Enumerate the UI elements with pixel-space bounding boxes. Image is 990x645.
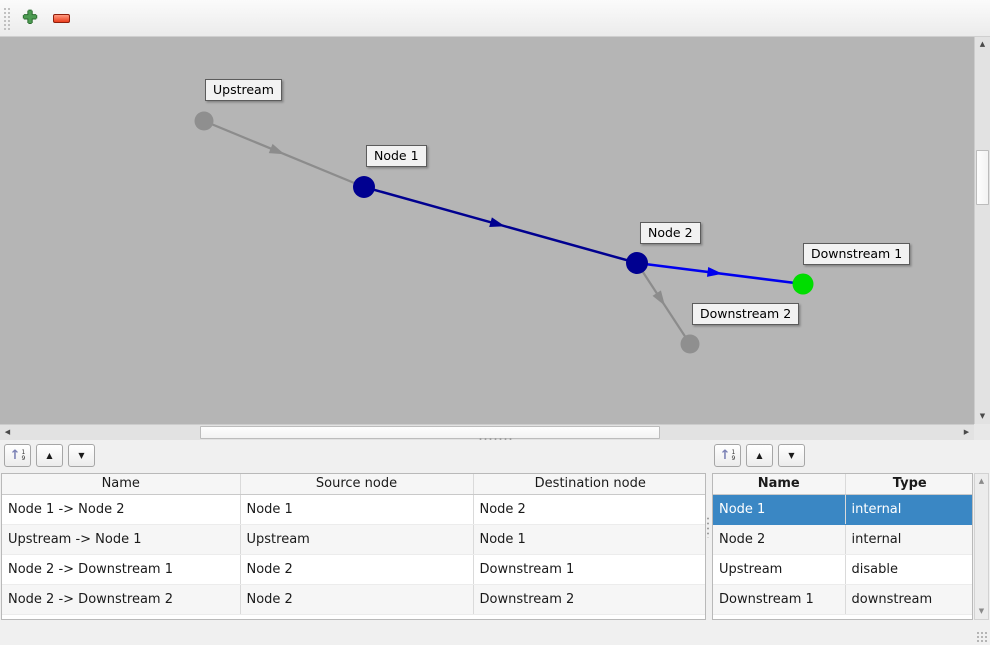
nodes-table-scrollbar[interactable]: ▲ ▼ — [974, 473, 989, 620]
minus-icon — [52, 14, 70, 23]
cell-source[interactable]: Upstream — [240, 524, 474, 555]
cell-name[interactable]: Node 2 -> Downstream 2 — [2, 584, 241, 615]
scroll-right-icon: ▶ — [963, 428, 970, 436]
scrollbar-corner — [974, 424, 990, 440]
column-header-destination-node[interactable]: Destination node — [473, 474, 705, 495]
connections-move-down-button[interactable]: ▼ — [68, 444, 95, 467]
edge-arrow-icon — [652, 290, 665, 306]
cell-name[interactable]: Upstream -> Node 1 — [2, 524, 241, 555]
table-row[interactable]: Node 2 internal — [713, 524, 972, 555]
scroll-down-icon: ▼ — [979, 412, 986, 420]
nodes-header-row: Name Type — [713, 474, 972, 495]
node-downstream-2[interactable] — [680, 334, 700, 354]
cell-name[interactable]: Node 2 -> Downstream 1 — [2, 554, 241, 585]
connections-table: Name Source node Destination node Node 1… — [1, 473, 706, 620]
node-node-1[interactable] — [353, 176, 375, 198]
table-row[interactable]: Downstream 1 downstream — [713, 584, 972, 615]
main-toolbar: ✚ — [0, 0, 990, 37]
nodes-move-down-button[interactable]: ▼ — [778, 444, 805, 467]
scroll-up-button[interactable]: ▲ — [975, 475, 988, 488]
scroll-up-button[interactable]: ▲ — [975, 37, 990, 52]
column-header-type[interactable]: Type — [845, 474, 972, 495]
toolbar-grip[interactable] — [3, 7, 11, 30]
node-downstream-1[interactable] — [792, 273, 814, 295]
add-node-button[interactable]: ✚ — [19, 8, 41, 29]
cell-destination[interactable]: Node 1 — [473, 524, 705, 555]
scroll-left-button[interactable]: ◀ — [0, 425, 15, 440]
table-row[interactable]: Node 2 -> Downstream 2 Node 2 Downstream… — [2, 584, 705, 615]
canvas-horizontal-scrollbar[interactable]: ◀ ▶ — [0, 424, 974, 440]
connections-move-up-button[interactable]: ▲ — [36, 444, 63, 467]
vertical-scrollbar-thumb[interactable] — [976, 150, 989, 205]
vertical-pane-splitter[interactable] — [706, 516, 710, 538]
column-header-name[interactable]: Name — [2, 474, 241, 495]
node-label-upstream[interactable]: Upstream — [205, 79, 282, 101]
edge-arrow-icon — [268, 143, 285, 155]
column-header-name[interactable]: Name — [713, 474, 846, 495]
cell-name[interactable]: Node 2 — [713, 524, 846, 555]
node-label-node-2[interactable]: Node 2 — [640, 222, 701, 244]
plus-icon: ✚ — [22, 8, 38, 28]
horizontal-scrollbar-thumb[interactable] — [200, 426, 660, 439]
triangle-up-icon: ▲ — [46, 450, 53, 460]
nodes-table: Name Type Node 1 internal Node 2 interna… — [712, 473, 973, 620]
edge-arrow-icon — [489, 217, 505, 228]
scroll-down-icon: ▼ — [978, 607, 985, 615]
scroll-left-icon: ◀ — [4, 428, 11, 436]
cell-name[interactable]: Downstream 1 — [713, 584, 846, 615]
cell-source[interactable]: Node 2 — [240, 554, 474, 585]
cell-type[interactable]: downstream — [845, 584, 972, 615]
node-label-node-1[interactable]: Node 1 — [366, 145, 427, 167]
cell-type[interactable]: disable — [845, 554, 972, 585]
table-row[interactable]: Upstream disable — [713, 554, 972, 585]
cell-type[interactable]: internal — [845, 494, 972, 525]
cell-destination[interactable]: Downstream 1 — [473, 554, 705, 585]
horizontal-pane-splitter[interactable] — [478, 437, 512, 441]
node-label-downstream-1[interactable]: Downstream 1 — [803, 243, 911, 265]
triangle-down-icon: ▼ — [788, 450, 795, 460]
node-node-2[interactable] — [626, 252, 648, 274]
triangle-down-icon: ▼ — [78, 450, 85, 460]
triangle-up-icon: ▲ — [756, 450, 763, 460]
remove-node-button[interactable] — [50, 8, 72, 29]
scroll-right-button[interactable]: ▶ — [959, 425, 974, 440]
window-resize-grip[interactable] — [977, 632, 988, 643]
cell-source[interactable]: Node 1 — [240, 494, 474, 525]
connections-header-row: Name Source node Destination node — [2, 474, 705, 495]
canvas-vertical-scrollbar[interactable]: ▲ ▼ — [974, 37, 990, 424]
scroll-down-button[interactable]: ▼ — [975, 409, 990, 424]
cell-source[interactable]: Node 2 — [240, 584, 474, 615]
table-row-selected[interactable]: Node 1 internal — [713, 494, 972, 525]
table-row[interactable]: Upstream -> Node 1 Upstream Node 1 — [2, 524, 705, 555]
node-label-downstream-2[interactable]: Downstream 2 — [692, 303, 800, 325]
scroll-up-icon: ▲ — [978, 477, 985, 485]
edge-arrow-icon — [706, 266, 723, 277]
cell-destination[interactable]: Downstream 2 — [473, 584, 705, 615]
cell-name[interactable]: Node 1 — [713, 494, 846, 525]
cell-destination[interactable]: Node 2 — [473, 494, 705, 525]
scroll-down-button[interactable]: ▼ — [975, 605, 988, 618]
node-upstream[interactable] — [194, 111, 214, 131]
table-row[interactable]: Node 1 -> Node 2 Node 1 Node 2 — [2, 494, 705, 525]
cell-name[interactable]: Upstream — [713, 554, 846, 585]
cell-type[interactable]: internal — [845, 524, 972, 555]
table-row[interactable]: Node 2 -> Downstream 1 Node 2 Downstream… — [2, 554, 705, 585]
cell-name[interactable]: Node 1 -> Node 2 — [2, 494, 241, 525]
scroll-up-icon: ▲ — [979, 40, 986, 48]
nodes-move-up-button[interactable]: ▲ — [746, 444, 773, 467]
graph-svg — [194, 111, 814, 354]
column-header-source-node[interactable]: Source node — [240, 474, 474, 495]
